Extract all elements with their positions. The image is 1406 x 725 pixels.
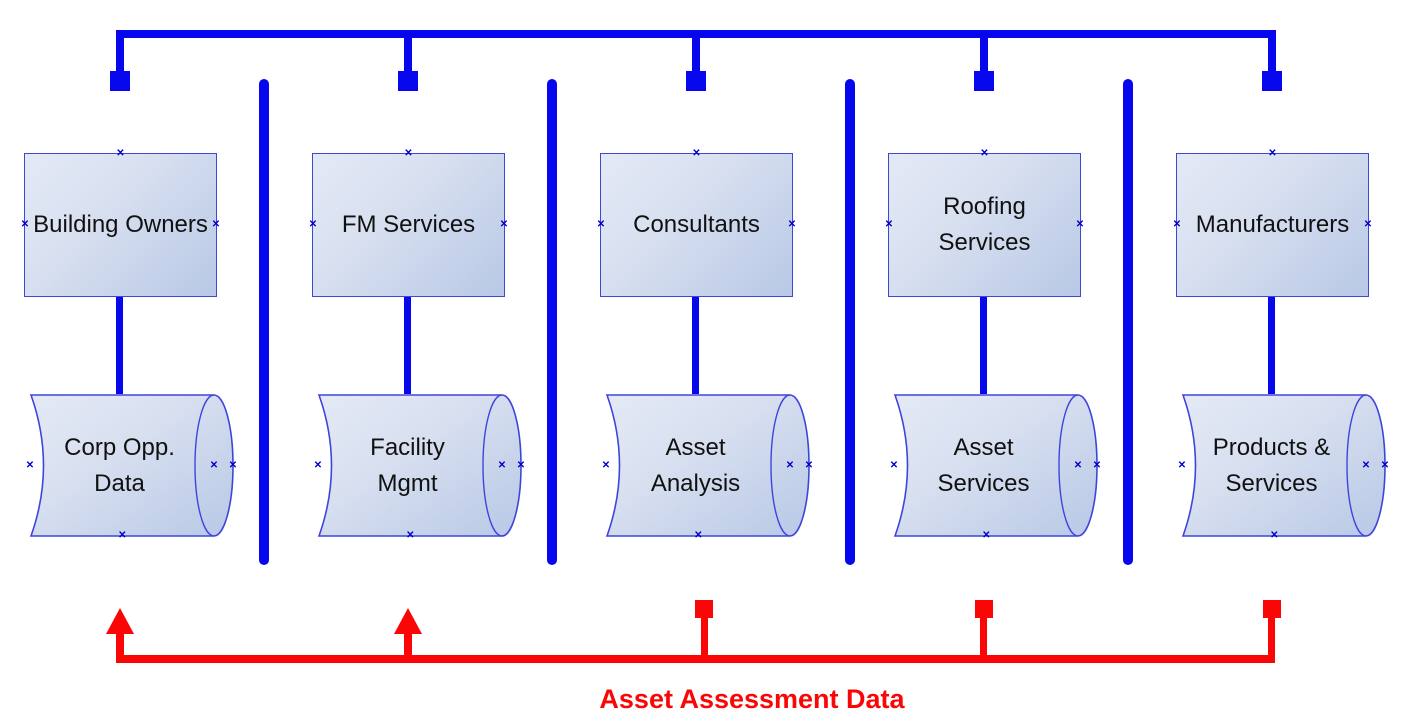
cylinder-shape xyxy=(1181,394,1386,537)
red-stub-line xyxy=(1268,616,1275,663)
box-consultants: Consultants ✕ ✕ ✕ xyxy=(597,149,796,297)
cylinder-corp-opp-data: Corp Opp. Data ✕ ✕ ✕ ✕ xyxy=(26,392,237,541)
box-label: Manufacturers xyxy=(1195,211,1350,238)
blue-square-connector-icon xyxy=(974,71,994,91)
cylinder-facility-mgmt: Facility Mgmt ✕ ✕ ✕ ✕ xyxy=(314,392,525,541)
red-square-connector-icon xyxy=(695,600,713,618)
box-roofing-services: Roofing Services ✕ ✕ ✕ xyxy=(885,149,1084,297)
cylinder-shape xyxy=(893,394,1098,537)
diagram-caption: Asset Assessment Data xyxy=(599,684,905,714)
box-fm-services: FM Services ✕ ✕ ✕ xyxy=(309,149,508,297)
cylinder-asset-services: Asset Services ✕ ✕ ✕ ✕ xyxy=(890,392,1101,541)
top-drop-line xyxy=(1268,30,1276,72)
cylinder-shape xyxy=(605,394,810,537)
red-square-connector-icon xyxy=(975,600,993,618)
lane-divider xyxy=(1123,79,1133,565)
box-label: FM Services xyxy=(341,211,476,238)
up-arrow-icon xyxy=(106,608,134,634)
red-stub-line xyxy=(701,616,708,663)
cylinder-label: Products & Services xyxy=(1212,433,1331,497)
cylinder-label: Corp Opp. Data xyxy=(64,433,175,497)
up-arrow-shaft xyxy=(116,630,124,663)
lane-divider xyxy=(845,79,855,565)
box-cylinder-connector xyxy=(980,296,987,394)
box-building-owners: Building Owners ✕ ✕ ✕ xyxy=(21,149,220,297)
box-cylinder-connector xyxy=(1268,296,1275,394)
red-stub-line xyxy=(980,616,987,663)
blue-square-connector-icon xyxy=(110,71,130,91)
up-arrow-shaft xyxy=(404,630,412,663)
box-cylinder-connector xyxy=(692,296,699,394)
lane-divider xyxy=(259,79,269,565)
cylinder-products-services: Products & Services ✕ ✕ ✕ ✕ xyxy=(1178,392,1389,541)
blue-square-connector-icon xyxy=(398,71,418,91)
cylinder-label: Asset Analysis xyxy=(650,433,741,497)
box-cylinder-connector xyxy=(116,296,123,394)
cylinder-shape xyxy=(317,394,522,537)
box-manufacturers: Manufacturers ✕ ✕ ✕ xyxy=(1173,149,1372,297)
top-rail-line xyxy=(116,30,1276,38)
blue-square-connector-icon xyxy=(686,71,706,91)
box-cylinder-connector xyxy=(404,296,411,394)
up-arrow-icon xyxy=(394,608,422,634)
cylinder-label: Asset Services xyxy=(937,433,1030,497)
box-label: Consultants xyxy=(633,211,760,238)
top-drop-line xyxy=(692,38,700,72)
lane-divider xyxy=(547,79,557,565)
box-label: Building Owners xyxy=(33,211,208,238)
red-square-connector-icon xyxy=(1263,600,1281,618)
cylinder-asset-analysis: Asset Analysis ✕ ✕ ✕ ✕ xyxy=(602,392,813,541)
bottom-rail-line xyxy=(118,655,1274,663)
cylinder-label: Facility Mgmt xyxy=(370,433,445,497)
top-drop-line xyxy=(980,38,988,72)
blue-square-connector-icon xyxy=(1262,71,1282,91)
cylinder-shape xyxy=(29,394,234,537)
box-label: Roofing Services xyxy=(938,193,1031,256)
top-drop-line xyxy=(116,30,124,72)
top-drop-line xyxy=(404,38,412,72)
